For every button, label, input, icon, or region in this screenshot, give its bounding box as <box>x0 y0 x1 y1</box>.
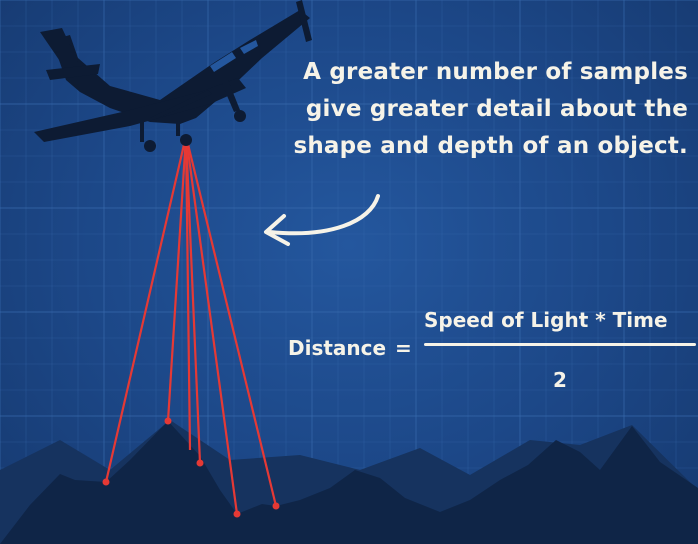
laser-beam <box>184 135 202 464</box>
laser-beam <box>104 135 188 483</box>
laser-beam <box>184 135 192 451</box>
laser-beam <box>184 135 239 515</box>
caption-line-2: give greater detail about the <box>305 96 688 122</box>
laser-beam <box>184 135 278 507</box>
sample-points <box>102 417 280 518</box>
formula-fraction-bar <box>424 343 696 346</box>
laser-beam <box>166 135 188 422</box>
airplane-icon <box>34 0 312 152</box>
curved-arrow-icon <box>264 194 380 246</box>
formula-numerator: Speed of Light * Time <box>424 308 668 332</box>
sample-point <box>272 502 280 510</box>
formula-distance-label: Distance <box>288 336 387 360</box>
laser-beams <box>104 135 278 515</box>
sample-point <box>164 417 172 425</box>
mountain-range-front <box>0 421 698 544</box>
sample-point <box>102 478 110 486</box>
caption-line-3: shape and depth of an object. <box>293 133 688 159</box>
formula-equals-sign: = <box>395 336 412 360</box>
sample-point <box>196 459 204 467</box>
caption-line-1: A greater number of samples <box>303 59 688 85</box>
caption-text: A greater number of samples give greater… <box>268 54 688 165</box>
sample-point <box>233 510 241 518</box>
formula-denominator: 2 <box>553 368 567 392</box>
